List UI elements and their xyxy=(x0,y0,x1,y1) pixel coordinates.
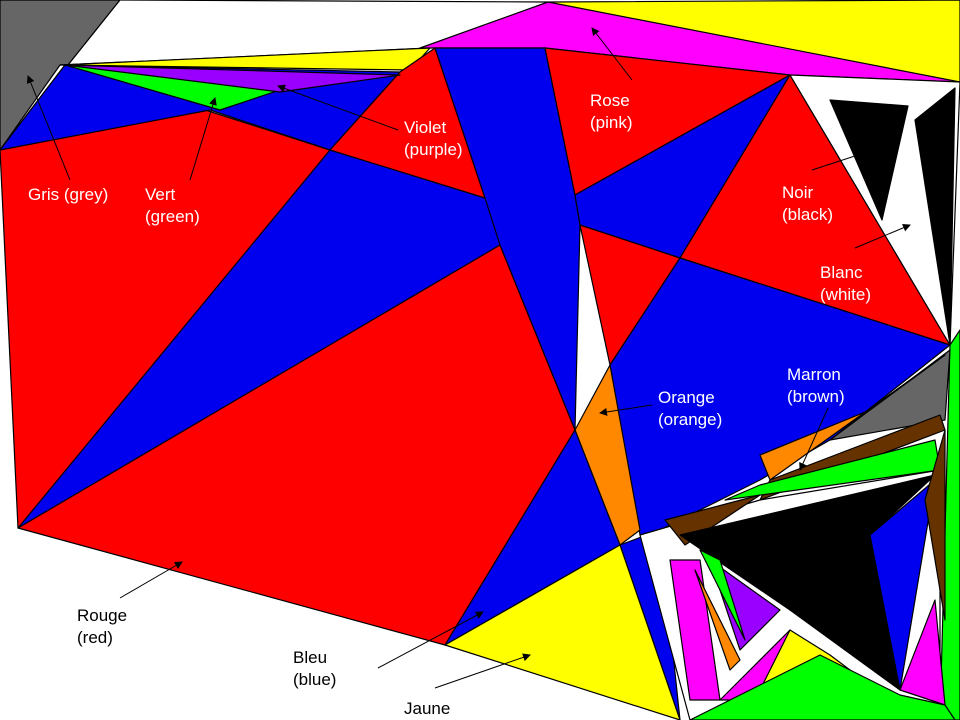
label-orange: Orange(orange) xyxy=(658,388,722,429)
brown-cluster-right xyxy=(924,429,946,621)
blue-cluster-right xyxy=(869,479,936,691)
orange-cluster-sliver xyxy=(694,569,741,671)
label-rouge: Rouge(red) xyxy=(77,606,127,647)
label-noir: Noir(black) xyxy=(782,183,833,224)
arrow-rose xyxy=(591,27,633,81)
label-jaune: Jaune xyxy=(404,699,450,718)
green-bottom-band xyxy=(689,654,956,720)
black-triangle-small xyxy=(829,99,909,221)
arrow-gris xyxy=(26,75,71,181)
label-bleu: Bleu(blue) xyxy=(293,648,336,689)
orange-band-lower-right xyxy=(759,354,946,481)
label-rose: Rose(pink) xyxy=(590,91,633,132)
label-blanc: Blanc(white) xyxy=(820,263,871,304)
arrow-bleu xyxy=(377,611,484,669)
label-gris: Gris (grey) xyxy=(28,185,108,204)
arrow-marron xyxy=(799,407,829,471)
label-violet: Violet(purple) xyxy=(404,118,463,159)
arrow-blanc xyxy=(854,224,911,249)
label-vert: Vert(green) xyxy=(145,185,200,226)
label-marron: Marron(brown) xyxy=(787,365,845,406)
pink-cluster-right xyxy=(899,599,946,706)
arrow-noir xyxy=(811,154,859,171)
yellow-bottom-shape xyxy=(444,544,681,720)
white-right-region xyxy=(789,74,960,346)
arrow-jaune xyxy=(434,653,531,689)
arrow-violet xyxy=(277,84,399,131)
black-triangle-tall xyxy=(914,87,956,346)
green-cluster-sliver xyxy=(699,549,746,641)
arrow-rouge xyxy=(119,561,183,599)
arrow-vert xyxy=(189,97,217,181)
purple-wedge xyxy=(64,64,401,93)
arrow-orange xyxy=(599,404,653,416)
